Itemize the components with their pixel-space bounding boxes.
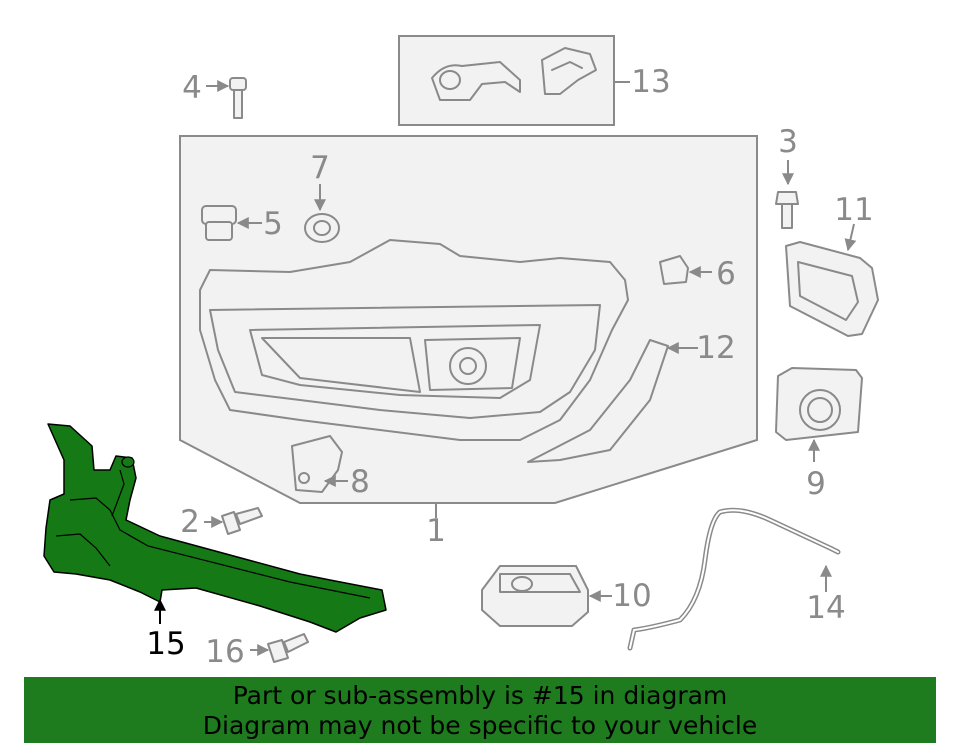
callout-1: 1 [426,513,446,549]
part-4-bolt [229,77,247,119]
headlamp-assembly [199,239,629,441]
part-13-bracket-right [541,47,597,95]
info-banner: Part or sub-assembly is #15 in diagram D… [24,677,936,743]
part-15-bracket-highlighted [43,423,387,633]
part-2-bolt [221,507,263,535]
callout-14: 14 [806,590,845,626]
part-9-module [775,367,863,441]
callout-3: 3 [778,124,798,160]
callout-13: 13 [631,64,670,100]
callout-12: 12 [696,330,735,366]
part-16-bolt [267,633,309,663]
callout-6: 6 [716,256,736,292]
callout-5: 5 [263,206,283,242]
part-13-bracket-left [431,61,521,101]
banner-line-1: Part or sub-assembly is #15 in diagram [232,681,728,710]
callout-7: 7 [310,150,330,186]
callout-8: 8 [350,464,370,500]
callout-16: 16 [205,634,244,670]
part-10-ballast [481,565,589,627]
callout-10: 10 [612,578,651,614]
part-3-bolt [775,191,799,229]
part-6-clip [659,255,689,285]
part-5-cap [201,205,237,241]
leader-11 [844,223,857,252]
part-11-module [785,241,879,337]
callout-11: 11 [834,192,873,228]
callout-4: 4 [182,70,202,106]
callout-15: 15 [146,626,185,662]
part-7-grommet [304,213,340,243]
part-14-cable [627,507,841,651]
callout-9: 9 [806,466,826,502]
banner-line-2: Diagram may not be specific to your vehi… [202,711,758,740]
part-14-cable-core [629,509,839,649]
callout-2: 2 [180,504,200,540]
